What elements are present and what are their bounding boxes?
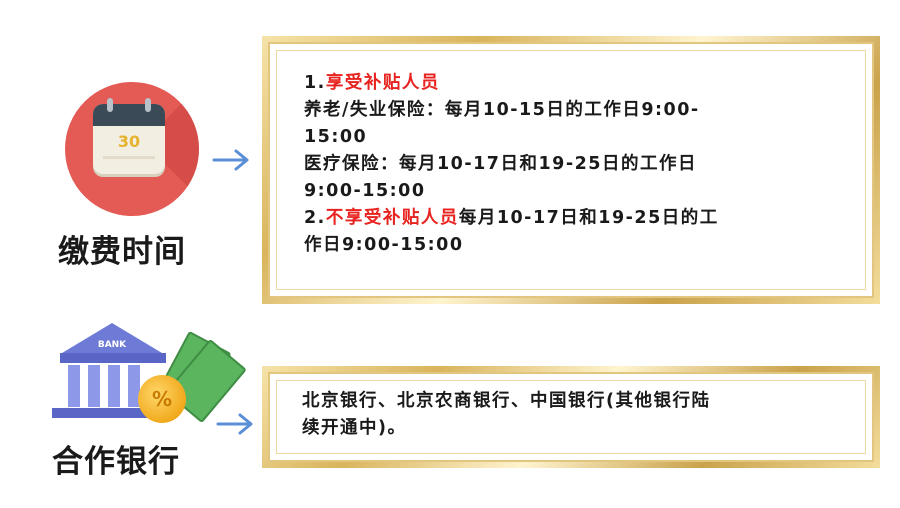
calendar-icon: 30: [65, 82, 199, 216]
banks-line-cont: 续开通中)。: [302, 418, 407, 438]
calendar-ring: [107, 98, 113, 112]
line-medical-time: 9:00-15:00: [304, 181, 426, 201]
arrow-right-icon: [212, 149, 249, 171]
bank-roof: [62, 323, 162, 353]
line-unsubsidized: 2.不享受补贴人员每月10-17日和19-25日的工: [304, 208, 719, 228]
calendar-header: [93, 104, 165, 126]
bank-column: [88, 365, 100, 407]
line-medical: 医疗保险：每月10-17日和19-25日的工作日: [304, 154, 697, 174]
arrow-right-icon: [216, 413, 253, 435]
banks-line: 北京银行、北京农商银行、中国银行(其他银行陆: [302, 391, 711, 411]
line-unsubsidized-time: 作日9:00-15:00: [304, 235, 464, 255]
bank-column: [68, 365, 80, 407]
subsidized-label: 享受补贴人员: [325, 73, 440, 93]
bank-beam: [60, 353, 166, 363]
coin-icon: %: [138, 375, 186, 423]
bank-label: BANK: [97, 340, 127, 350]
calendar-line: [103, 156, 155, 159]
bank-column: [128, 365, 140, 407]
payment-time-panel: 1.享受补贴人员 养老/失业保险：每月10-15日的工作日9:00- 15:00…: [262, 36, 880, 304]
partner-banks-text: 北京银行、北京农商银行、中国银行(其他银行陆 续开通中)。: [302, 388, 862, 442]
payment-time-caption: 缴费时间: [58, 234, 186, 270]
calendar-day: 30: [117, 132, 141, 151]
unsubsidized-label: 不享受补贴人员: [325, 208, 459, 228]
calendar-ring: [145, 98, 151, 112]
bank-column: [108, 365, 120, 407]
partner-banks-caption: 合作银行: [52, 444, 180, 480]
payment-time-text: 1.享受补贴人员 养老/失业保险：每月10-15日的工作日9:00- 15:00…: [304, 70, 864, 259]
line-pension-end: 15:00: [304, 127, 368, 147]
partner-banks-panel: 北京银行、北京农商银行、中国银行(其他银行陆 续开通中)。: [262, 366, 880, 468]
line-subsidized: 1.享受补贴人员: [304, 73, 440, 93]
calendar-page: 30: [93, 98, 165, 174]
bank-base: [52, 408, 172, 418]
line-pension: 养老/失业保险：每月10-15日的工作日9:00-: [304, 100, 700, 120]
